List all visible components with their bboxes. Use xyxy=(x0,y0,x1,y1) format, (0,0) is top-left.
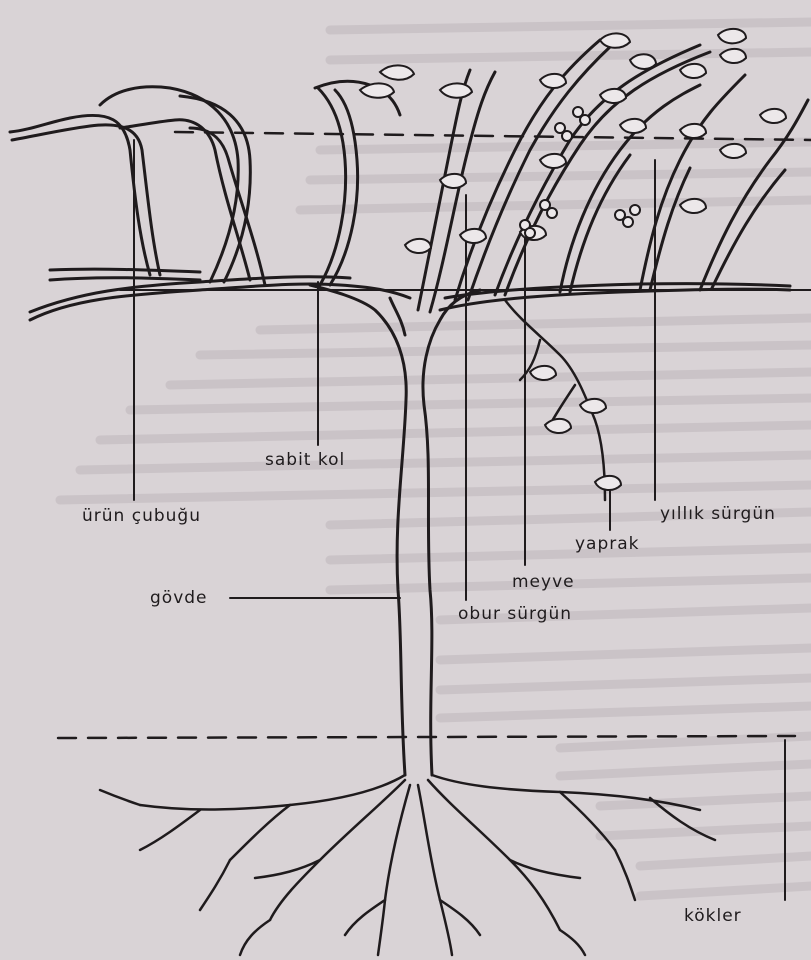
label-sabit-kol: sabit kol xyxy=(265,450,346,470)
cordon-arms xyxy=(28,267,792,322)
label-govde: gövde xyxy=(150,588,208,608)
leaves xyxy=(358,27,788,491)
label-urun-cubugu: ürün çubuğu xyxy=(82,506,201,526)
left-canes xyxy=(8,79,402,287)
top-dashed-line xyxy=(173,130,811,142)
roots xyxy=(98,773,717,957)
right-shoots xyxy=(416,38,810,314)
leader-lines xyxy=(133,139,786,901)
background-text-lines xyxy=(55,17,811,901)
label-obur-surgun: obur sürgün xyxy=(458,604,573,624)
ground-dashed-line xyxy=(56,734,797,740)
label-meyve: meyve xyxy=(512,572,575,592)
label-yaprak: yaprak xyxy=(575,534,640,554)
label-yillik-surgun: yıllık sürgün xyxy=(660,504,776,524)
label-kokler: kökler xyxy=(684,906,742,926)
fruit-clusters xyxy=(519,106,641,239)
trunk xyxy=(308,283,482,777)
